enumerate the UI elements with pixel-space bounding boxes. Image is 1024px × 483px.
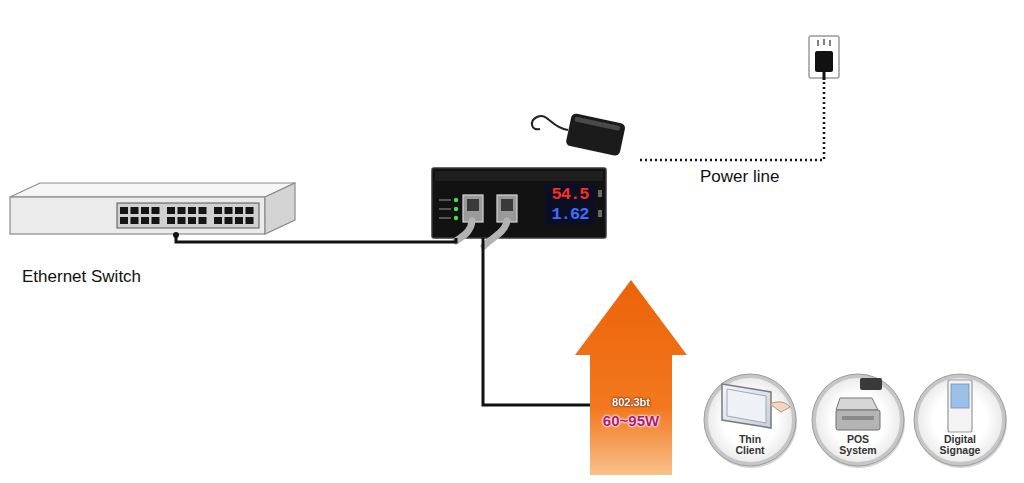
adapter-cable xyxy=(532,116,568,130)
port-link xyxy=(173,232,179,238)
switch-port xyxy=(152,217,160,224)
device-circle xyxy=(706,376,794,464)
ethernet-switch: Ethernet Switch xyxy=(10,182,295,235)
up-arrow xyxy=(575,280,687,475)
switch-front xyxy=(10,197,265,234)
switch-port xyxy=(214,207,222,214)
rj45-port xyxy=(497,195,517,222)
connector-line xyxy=(176,235,456,242)
switch-port xyxy=(167,217,175,224)
digital-signage: Digital Signage xyxy=(913,373,1007,467)
thin-client: Thin Client xyxy=(703,373,797,467)
switch-port xyxy=(225,207,233,214)
rj45-jack xyxy=(501,199,513,211)
unit-mark xyxy=(598,190,602,197)
monitor-icon xyxy=(722,384,771,428)
device-body xyxy=(432,168,606,238)
port-panel xyxy=(117,203,259,228)
device-name: Digital Signage xyxy=(935,434,985,456)
display-window xyxy=(545,184,595,205)
rj45-port xyxy=(463,195,483,222)
signage-screen xyxy=(951,384,969,408)
line-label: Power line xyxy=(700,167,779,187)
register-keypad xyxy=(836,398,878,410)
register-display xyxy=(860,378,882,390)
switch-port xyxy=(188,207,196,214)
register-drawer xyxy=(842,416,874,420)
switch-port xyxy=(131,207,139,214)
power-line xyxy=(640,82,824,160)
switch-port xyxy=(167,207,175,214)
circle-rim xyxy=(812,374,904,466)
outlet-mark xyxy=(818,39,830,46)
switch-top xyxy=(10,183,295,197)
wall-outlet xyxy=(809,36,839,78)
device-label: Ethernet Switch xyxy=(22,267,141,287)
plug-cable xyxy=(823,72,826,80)
status-led xyxy=(454,198,458,202)
switch-port xyxy=(246,217,254,224)
device-name: POS System xyxy=(833,434,883,456)
switch-port xyxy=(152,207,160,214)
register-body xyxy=(836,410,880,430)
switch-port xyxy=(120,217,128,224)
switch-port xyxy=(214,217,222,224)
device-circle xyxy=(814,376,902,464)
rj45-jack xyxy=(467,199,479,211)
led-mark xyxy=(439,208,451,210)
pos-system: POS System xyxy=(811,373,905,467)
power-arrow-shape xyxy=(575,280,687,475)
circle-rim xyxy=(704,374,796,466)
patch-cable xyxy=(456,221,472,241)
voltage-readout: 54.5 xyxy=(545,184,595,205)
switch-port xyxy=(188,217,196,224)
signage-kiosk xyxy=(948,380,972,432)
switch-port xyxy=(199,217,207,224)
switch-side xyxy=(265,183,295,234)
ethernet-switch-shape xyxy=(10,182,295,235)
current-readout: 1.62 xyxy=(545,205,595,225)
poe-extender: 54.51.62 xyxy=(432,168,606,238)
device-name: Thin Client xyxy=(725,434,775,456)
switch-port xyxy=(141,217,149,224)
switch-port xyxy=(120,207,128,214)
circle-rim xyxy=(914,374,1006,466)
switch-port xyxy=(141,207,149,214)
led-mark xyxy=(439,199,451,201)
unit-mark xyxy=(598,210,602,217)
patch-cable xyxy=(484,221,507,246)
device-circle xyxy=(916,376,1004,464)
connector-line xyxy=(483,238,590,405)
standard-label: 802.3bt xyxy=(590,396,672,408)
power-arrow: 802.3bt 60~95W xyxy=(575,280,687,475)
switch-port xyxy=(131,217,139,224)
switch-port xyxy=(178,217,186,224)
led-mark xyxy=(439,217,451,219)
switch-port xyxy=(235,217,243,224)
switch-port xyxy=(246,207,254,214)
hand-icon xyxy=(770,402,790,412)
monitor-screen xyxy=(727,389,766,423)
status-led xyxy=(454,207,458,211)
switch-port xyxy=(235,207,243,214)
device-bezel xyxy=(435,171,603,181)
switch-port xyxy=(225,217,233,224)
switch-port xyxy=(178,207,186,214)
switch-port xyxy=(199,207,207,214)
display-window xyxy=(545,205,595,225)
power-adapter xyxy=(565,113,626,157)
status-led xyxy=(454,216,458,220)
power-range: 60~95W xyxy=(590,412,672,429)
wall-plug xyxy=(815,51,833,72)
adapter-highlight xyxy=(574,117,620,131)
